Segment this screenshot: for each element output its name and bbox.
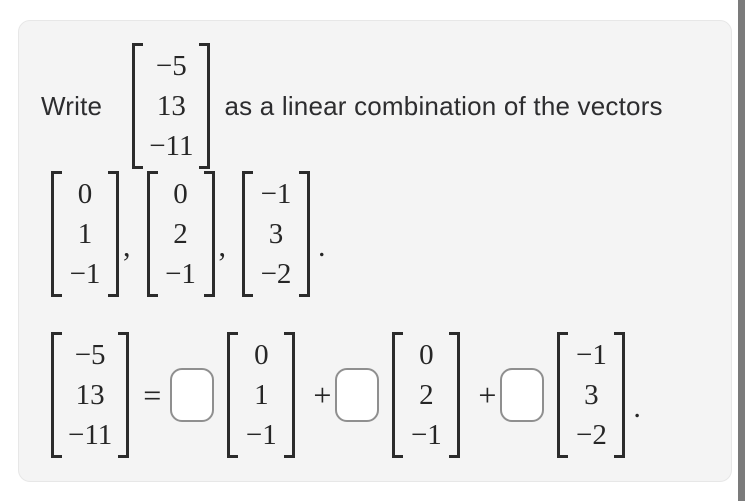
comma: , — [123, 230, 131, 263]
equation-target-matrix: −5 13 −11 — [51, 332, 130, 458]
matrix-cell: −1 — [575, 339, 607, 371]
equation-row: −5 13 −11 = 0 1 −1 + 0 2 −1 — [51, 332, 711, 458]
left-bracket — [132, 43, 144, 169]
coefficient-input-2[interactable] — [335, 368, 380, 422]
right-bracket — [614, 332, 626, 458]
scrollbar-thumb[interactable] — [738, 0, 745, 501]
matrix-cell: −5 — [155, 50, 187, 82]
matrix-cell: 3 — [584, 379, 599, 411]
matrix-cell: 0 — [173, 178, 188, 210]
matrix-cell: 0 — [77, 178, 93, 210]
basis-vector-3-matrix: −1 3 −2 — [242, 171, 310, 297]
matrix-cell: −1 — [260, 178, 292, 210]
equation-vector-2-matrix: 0 2 −1 — [392, 332, 461, 458]
left-bracket — [392, 332, 404, 458]
basis-vector-1-matrix: 0 1 −1 — [51, 171, 119, 297]
matrix-cell: −11 — [149, 130, 194, 162]
left-bracket — [242, 171, 253, 297]
intro-prefix-text: Write — [41, 90, 103, 121]
equation-vector-1-matrix: 0 1 −1 — [227, 332, 296, 458]
target-vector-matrix: −5 13 −11 — [132, 43, 211, 169]
matrix-cell: 1 — [254, 379, 269, 411]
basis-vectors-row: 0 1 −1 , 0 2 −1 , −1 3 −2 . — [51, 171, 711, 297]
matrix-column: −5 13 −11 — [62, 332, 118, 458]
right-bracket — [118, 332, 130, 458]
matrix-cell: 13 — [75, 379, 105, 411]
matrix-cell: −1 — [245, 419, 277, 451]
period: . — [318, 230, 326, 263]
left-bracket — [557, 332, 569, 458]
matrix-cell: −2 — [260, 258, 292, 290]
plus-sign: + — [478, 376, 497, 413]
equals-sign: = — [143, 376, 162, 413]
intro-suffix-text: as a linear combination of the vectors — [224, 90, 663, 121]
period: . — [633, 391, 641, 424]
left-bracket — [51, 332, 62, 458]
matrix-cell: −1 — [69, 258, 101, 290]
problem-statement-row: Write −5 13 −11 as a linear combination … — [41, 43, 711, 169]
matrix-cell: 13 — [156, 90, 186, 122]
matrix-column: 0 1 −1 — [62, 171, 108, 297]
right-bracket — [108, 171, 119, 297]
matrix-cell: −11 — [68, 419, 113, 451]
matrix-cell: −2 — [575, 419, 607, 451]
right-bracket — [203, 171, 215, 297]
basis-vector-2-matrix: 0 2 −1 — [146, 171, 215, 297]
left-bracket — [51, 171, 62, 297]
right-bracket — [199, 43, 211, 169]
matrix-cell: 3 — [268, 218, 284, 250]
plus-sign: + — [313, 376, 332, 413]
matrix-cell: −1 — [165, 258, 196, 290]
comma: , — [218, 230, 227, 263]
matrix-cell: 0 — [254, 339, 269, 371]
matrix-column: −5 13 −11 — [143, 43, 199, 169]
matrix-cell: 2 — [173, 218, 188, 250]
problem-card: Write −5 13 −11 as a linear combination … — [18, 20, 732, 482]
matrix-cell: −5 — [74, 339, 106, 371]
coefficient-input-1[interactable] — [170, 368, 215, 422]
matrix-column: −1 3 −2 — [253, 171, 299, 297]
right-bracket — [284, 332, 296, 458]
matrix-cell: 2 — [419, 379, 434, 411]
coefficient-input-3[interactable] — [500, 368, 545, 422]
matrix-cell: 1 — [77, 218, 93, 250]
left-bracket — [227, 332, 239, 458]
matrix-cell: −1 — [410, 419, 442, 451]
matrix-column: −1 3 −2 — [568, 332, 614, 458]
left-bracket — [146, 171, 158, 297]
matrix-column: 0 2 −1 — [158, 171, 204, 297]
equation-vector-3-matrix: −1 3 −2 — [557, 332, 626, 458]
right-bracket — [449, 332, 461, 458]
matrix-column: 0 1 −1 — [238, 332, 284, 458]
right-bracket — [299, 171, 310, 297]
matrix-cell: 0 — [419, 339, 434, 371]
matrix-column: 0 2 −1 — [403, 332, 449, 458]
